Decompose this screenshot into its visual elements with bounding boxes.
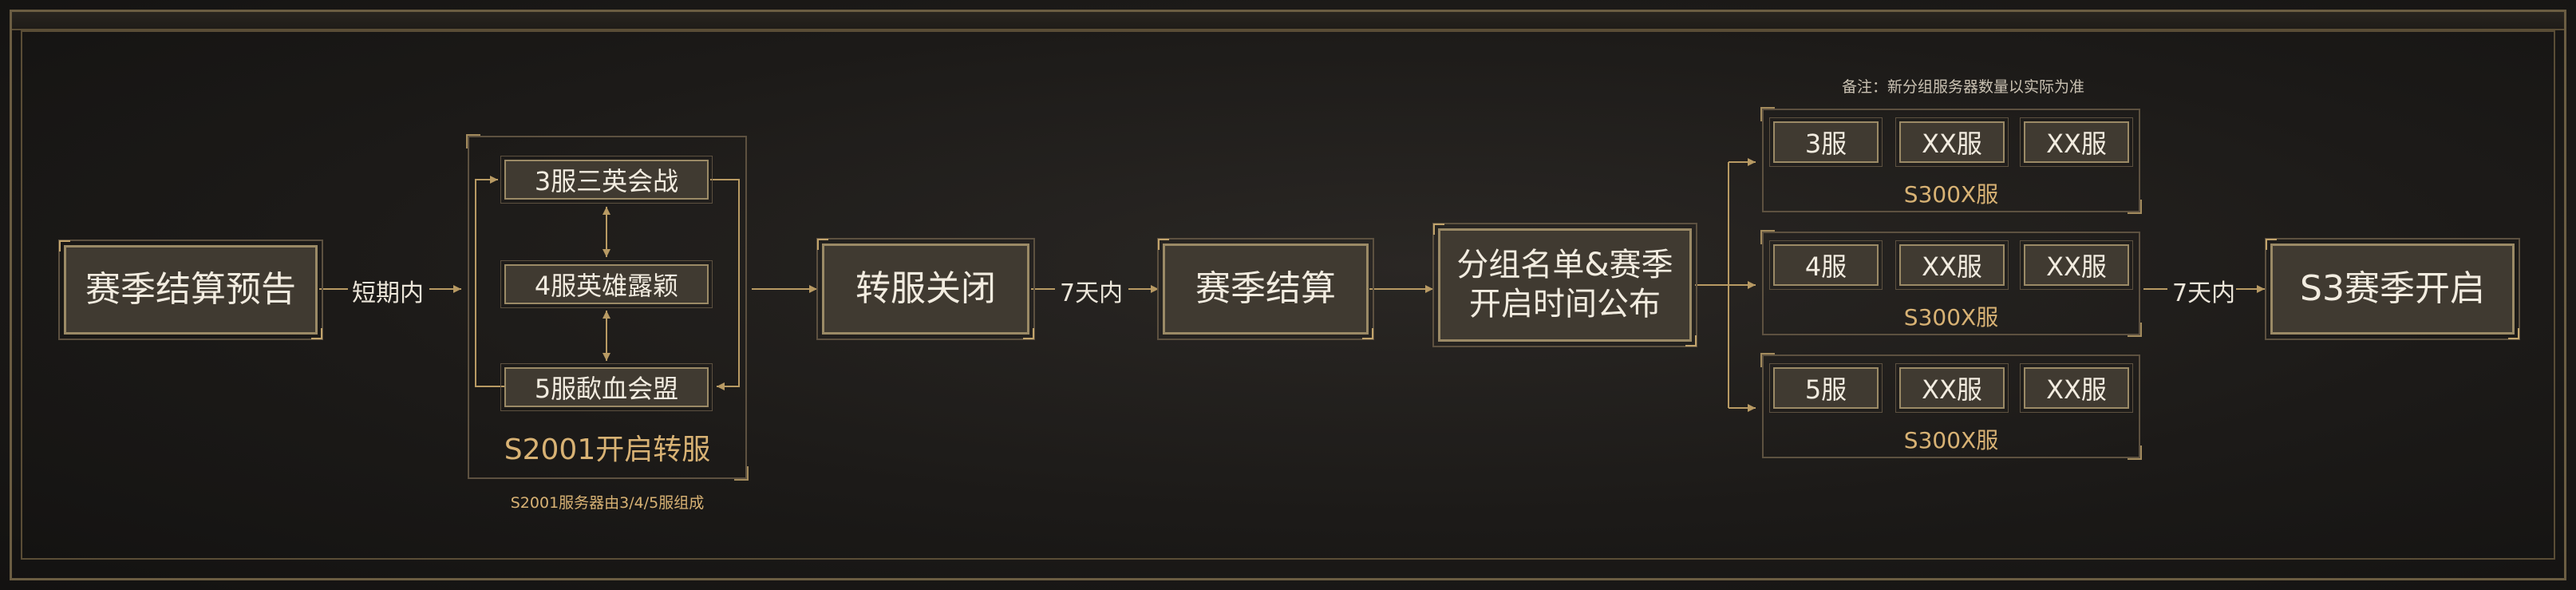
server-group-3-slot-1: 5服 bbox=[1769, 363, 1883, 413]
server-group-3-label: S300X服 bbox=[1903, 427, 1999, 453]
node-server-4: 4服英雄露颖 bbox=[500, 260, 713, 308]
server-group-panel-3 bbox=[1760, 353, 2142, 460]
loop-right-arrow bbox=[710, 179, 740, 390]
edge-label-7days-2: 7天内 bbox=[2172, 279, 2236, 307]
note-text: 备注：新分组服务器数量以实际为准 bbox=[1841, 78, 2084, 96]
s2001-group-panel bbox=[466, 134, 749, 481]
node-season-settlement: 赛季结算 bbox=[1157, 238, 1374, 340]
node-server-5: 5服歃血会盟 bbox=[500, 363, 713, 411]
server-group-2-slot-1: 4服 bbox=[1769, 240, 1883, 290]
edge-label-7days-1: 7天内 bbox=[1060, 279, 1124, 307]
outer-frame bbox=[10, 10, 2566, 580]
server-group-panel-1 bbox=[1760, 107, 2142, 214]
loop-left-arrow bbox=[475, 176, 504, 387]
server-group-1-slot-3: XX服 bbox=[2020, 117, 2133, 167]
node-season-preview: 赛季结算预告 bbox=[58, 240, 323, 340]
group-list-line-1: 分组名单&赛季 bbox=[1456, 247, 1673, 284]
s2001-group-caption: S2001服务器由3/4/5服组成 bbox=[510, 494, 705, 512]
s2001-group-title: S2001开启转服 bbox=[504, 434, 711, 466]
node-group-list-announce: 分组名单&赛季 开启时间公布 bbox=[1432, 223, 1697, 347]
server-group-2-label: S300X服 bbox=[1903, 304, 1999, 331]
server-group-panel-2 bbox=[1760, 230, 2142, 337]
server-group-3-slot-2: XX服 bbox=[1895, 363, 2009, 413]
node-server-3: 3服三英会战 bbox=[500, 156, 713, 204]
inner-frame bbox=[21, 30, 2555, 560]
edge-label-short-term: 短期内 bbox=[352, 279, 424, 307]
server-group-3-slot-3: XX服 bbox=[2020, 363, 2133, 413]
server-group-1-slot-1: 3服 bbox=[1769, 117, 1883, 167]
server-group-2-slot-2: XX服 bbox=[1895, 240, 2009, 290]
node-s3-season-open: S3赛季开启 bbox=[2265, 238, 2520, 340]
node-transfer-close: 转服关闭 bbox=[816, 238, 1035, 340]
server-group-1-slot-2: XX服 bbox=[1895, 117, 2009, 167]
server-group-1-label: S300X服 bbox=[1903, 181, 1999, 208]
group-list-line-2: 开启时间公布 bbox=[1469, 286, 1661, 323]
top-frame-band bbox=[10, 10, 2566, 30]
server-group-2-slot-3: XX服 bbox=[2020, 240, 2133, 290]
